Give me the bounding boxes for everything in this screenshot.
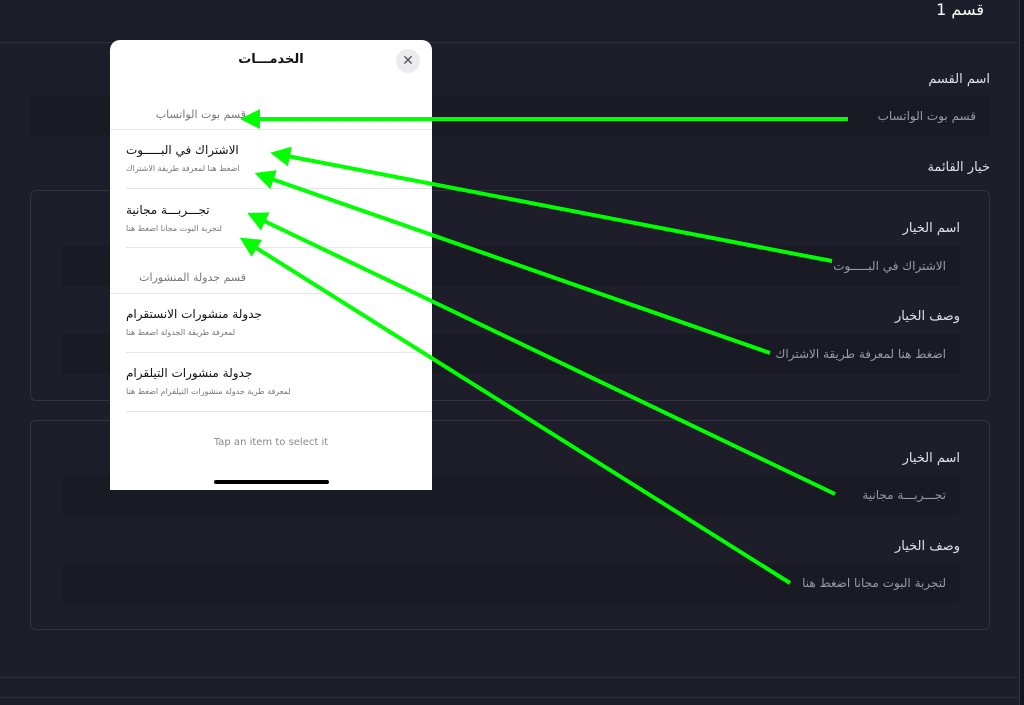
section-header: قسم بوت الواتساب	[155, 108, 246, 121]
footer-hint: Tap an item to select it	[213, 437, 329, 448]
item-subtitle: لمعرفة طرية جدولة منشورات التيلقرام اضغط…	[126, 387, 291, 396]
arrow	[254, 170, 771, 355]
arrow	[239, 237, 792, 585]
divider	[0, 42, 1018, 43]
divider	[126, 352, 432, 353]
option-name-label: اسم الخيار	[902, 451, 960, 466]
section-header: قسم جدولة المنشورات	[139, 271, 246, 284]
item-subtitle: لتجربة البوت مجانا اضغط هنا	[126, 224, 222, 233]
menu-option-label: خيار القائمة	[927, 160, 990, 175]
list-item[interactable]: جدولة منشورات الانستقرام لمعرفة طريقة ال…	[126, 304, 432, 352]
item-title: الاشتراك في البـــــوت	[126, 143, 239, 157]
divider	[0, 697, 1018, 698]
divider	[126, 188, 432, 189]
item-subtitle: اضغط هنا لمعرفة طريقة الاشتراك	[126, 164, 240, 173]
divider	[126, 411, 432, 412]
option-card-2	[30, 420, 990, 630]
divider	[0, 677, 1018, 678]
option-desc-label: وصف الخيار	[894, 309, 960, 324]
scrollbar[interactable]	[1019, 0, 1024, 705]
item-title: جدولة منشورات الانستقرام	[126, 307, 262, 321]
option-card-1	[30, 190, 990, 401]
option-desc-input[interactable]: لتجربة البوت مجانا اضغط هنا	[62, 563, 960, 603]
home-indicator	[214, 480, 329, 484]
divider	[110, 129, 432, 130]
divider	[126, 247, 432, 248]
close-icon[interactable]: ✕	[396, 49, 420, 73]
section-name-label: اسم القسم	[928, 72, 990, 87]
page-title: قسم 1	[936, 0, 984, 19]
arrow	[247, 212, 836, 496]
item-title: جدولة منشورات التيلقرام	[126, 366, 253, 380]
services-modal: الخدمـــات ✕ قسم بوت الواتساب الاشتراك ف…	[110, 40, 432, 490]
list-item[interactable]: تجـــربـــة مجانية لتجربة البوت مجانا اض…	[126, 200, 432, 248]
list-item[interactable]: الاشتراك في البـــــوت اضغط هنا لمعرفة ط…	[126, 140, 432, 188]
item-title: تجـــربـــة مجانية	[126, 203, 210, 217]
list-item[interactable]: جدولة منشورات التيلقرام لمعرفة طرية جدول…	[126, 363, 432, 411]
item-subtitle: لمعرفة طريقة الجدولة اضغط هنا	[126, 328, 236, 337]
modal-title: الخدمـــات	[238, 52, 304, 67]
arrow	[270, 146, 833, 263]
option-name-label: اسم الخيار	[902, 221, 960, 236]
option-desc-label: وصف الخيار	[894, 539, 960, 554]
divider	[110, 293, 432, 294]
